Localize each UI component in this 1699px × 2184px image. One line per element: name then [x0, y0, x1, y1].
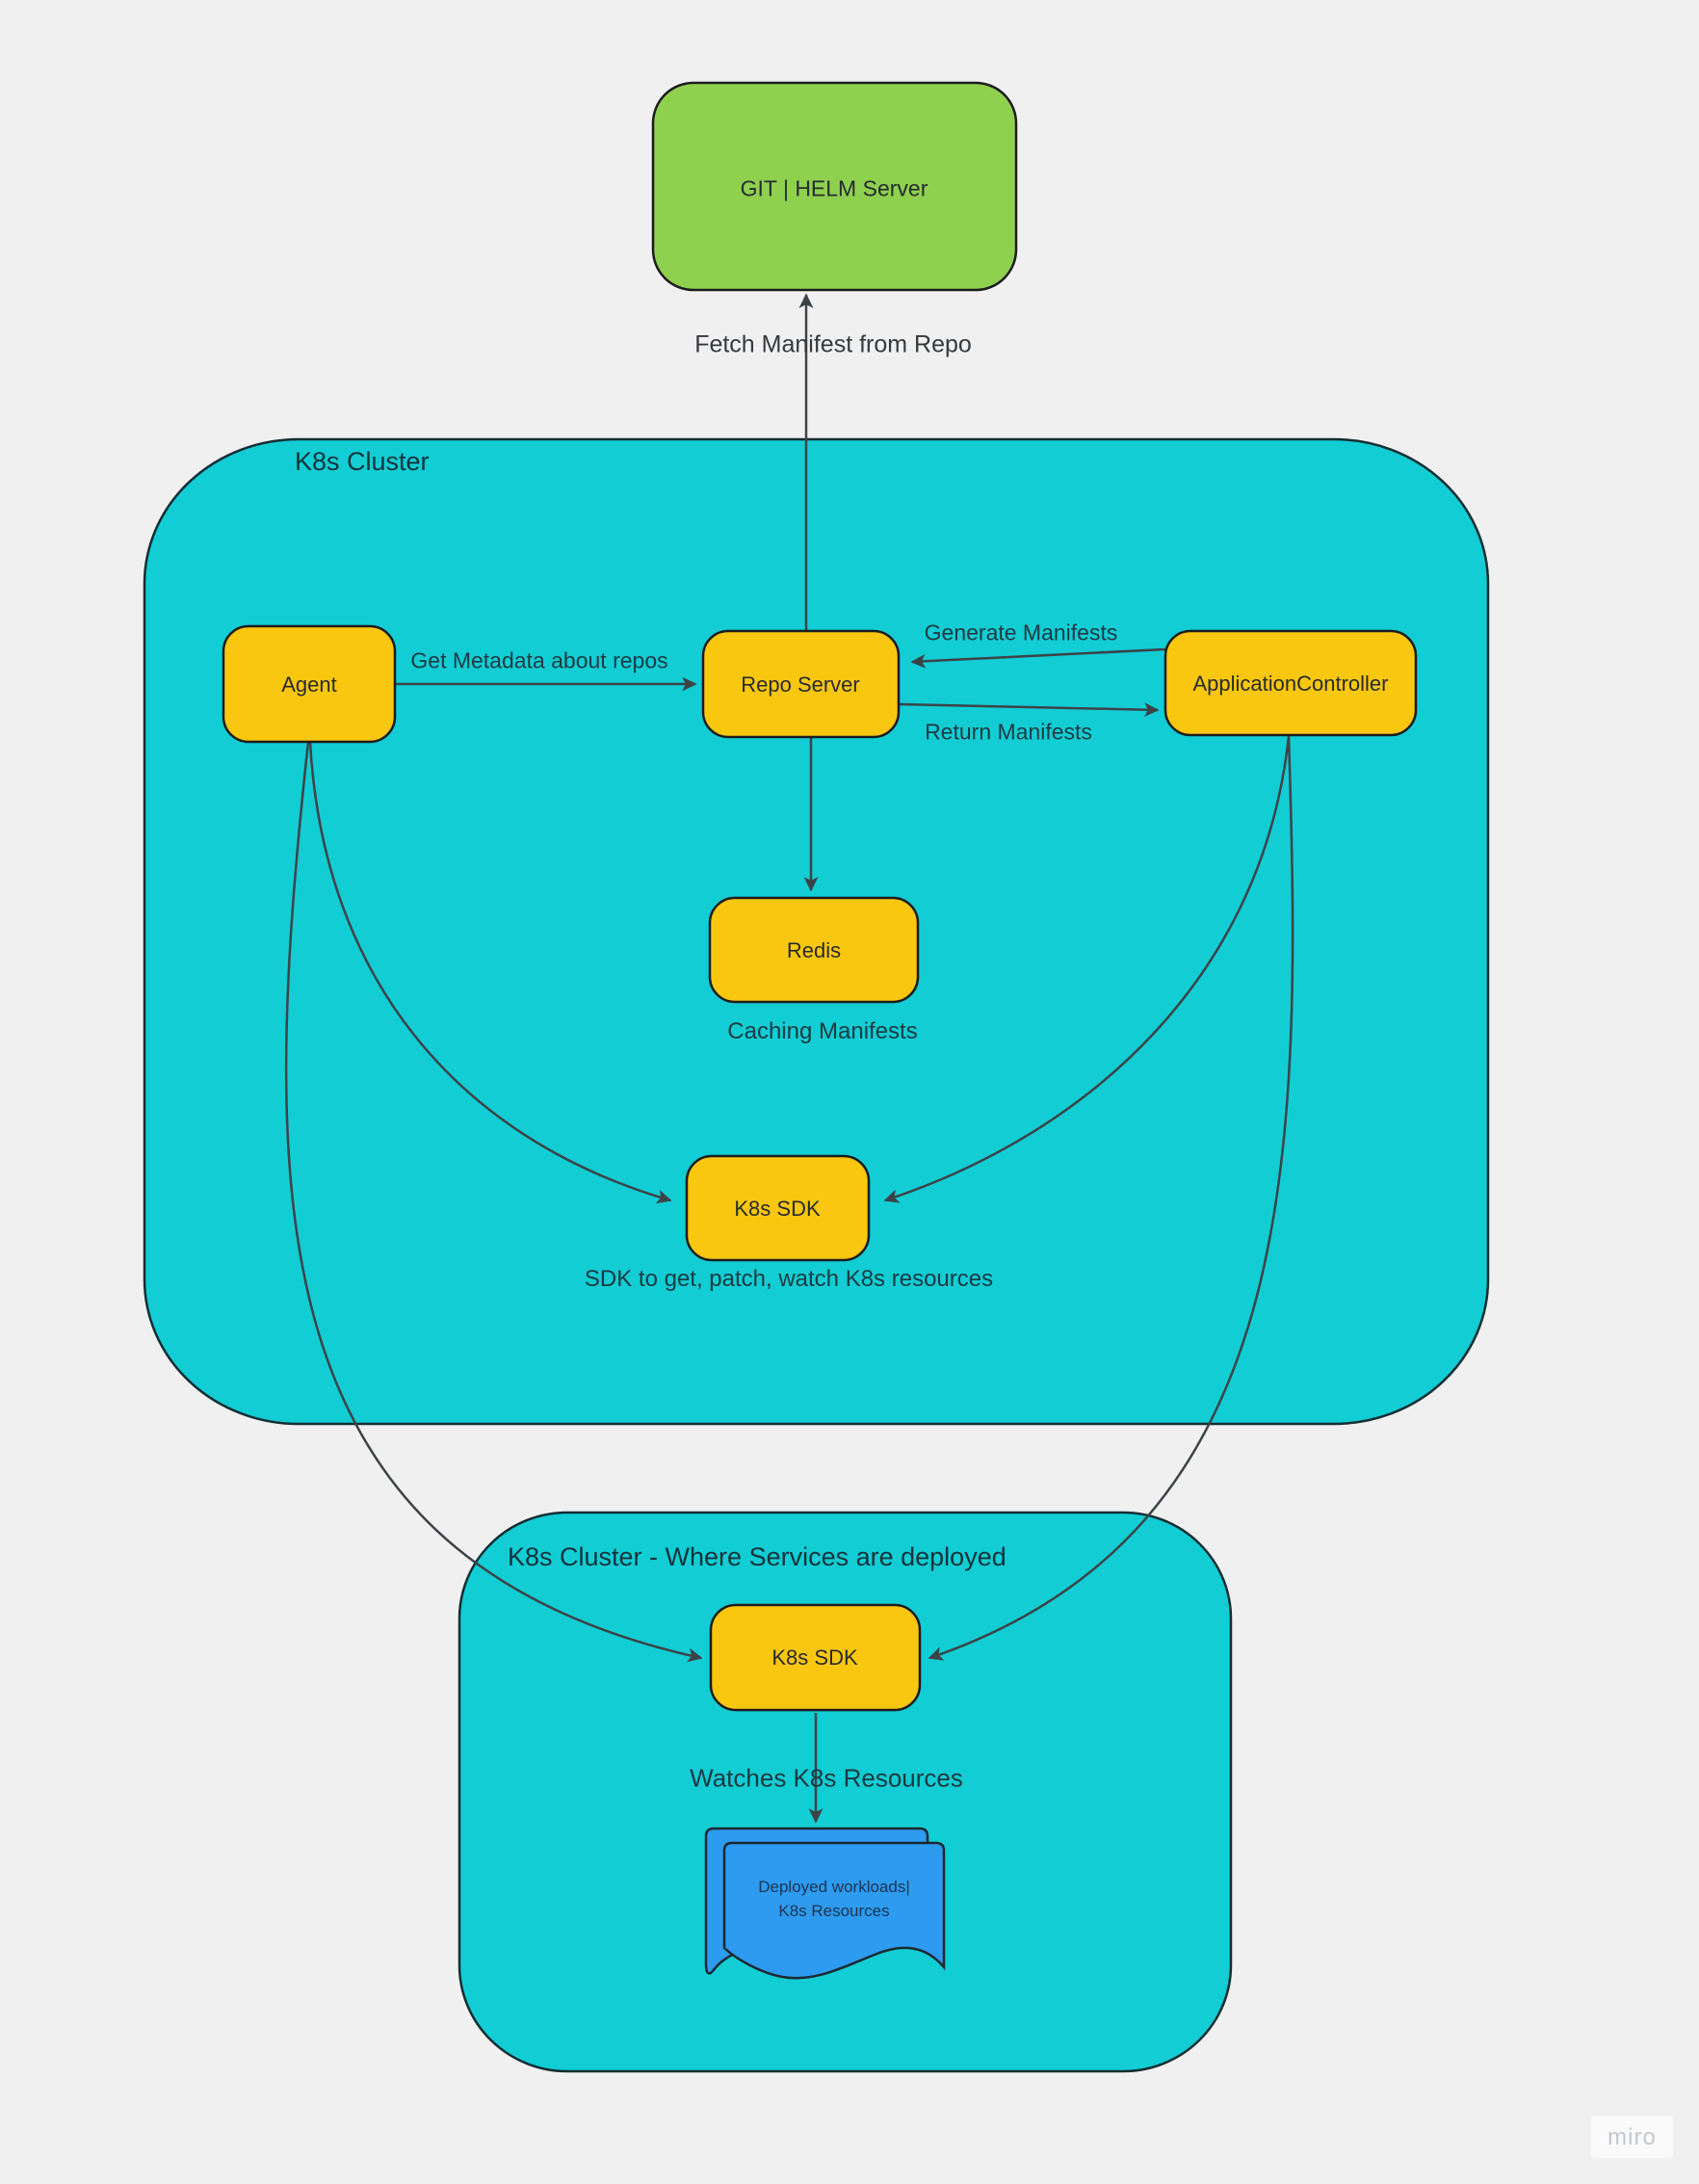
edge-label-generate-manifests[interactable]: Generate Manifests	[924, 619, 1118, 645]
node-k8s-sdk-main[interactable]	[685, 1154, 871, 1262]
edge-label-return-manifests[interactable]: Return Manifests	[925, 719, 1092, 745]
edge-repo-server-to-appcontroller[interactable]	[898, 702, 1160, 718]
doc-workloads-line1: Deployed workloads|	[758, 1878, 910, 1896]
doc-workloads-label: Deployed workloads| K8s Resources	[723, 1875, 945, 1923]
node-git-helm-server[interactable]	[651, 81, 1018, 292]
cluster-main-title: K8s Cluster	[295, 447, 430, 476]
miro-watermark: miro	[1591, 2117, 1673, 2158]
node-redis[interactable]	[708, 896, 920, 1004]
edge-label-get-metadata[interactable]: Get Metadata about repos	[410, 647, 668, 673]
node-application-controller-label: ApplicationController	[1192, 671, 1389, 696]
node-k8s-sdk-main-label: K8s SDK	[734, 1197, 821, 1221]
node-repo-server[interactable]	[701, 629, 901, 739]
caption-caching-manifests[interactable]: Caching Manifests	[727, 1018, 918, 1044]
edge-agent-to-k8s-sdk-deploy[interactable]	[284, 741, 703, 1663]
edge-label-fetch-manifest[interactable]: Fetch Manifest from Repo	[694, 330, 972, 358]
node-git-helm-label: GIT | HELM Server	[740, 175, 928, 201]
cluster-deploy-frame[interactable]	[457, 1511, 1233, 2073]
node-repo-server-label: Repo Server	[741, 672, 860, 697]
caption-sdk-purpose[interactable]: SDK to get, patch, watch K8s resources	[584, 1266, 994, 1292]
node-k8s-sdk-deploy-label: K8s SDK	[771, 1645, 858, 1670]
edge-agent-to-k8s-sdk-main[interactable]	[308, 741, 672, 1204]
doc-workloads-line2: K8s Resources	[778, 1902, 890, 1920]
node-agent-label: Agent	[281, 672, 337, 697]
caption-watches-resources[interactable]: Watches K8s Resources	[690, 1763, 963, 1793]
node-application-controller[interactable]	[1163, 629, 1418, 737]
edge-appcontroller-to-k8s-sdk-deploy[interactable]	[928, 735, 1294, 1661]
edge-appcontroller-to-k8s-sdk-main[interactable]	[883, 735, 1291, 1203]
node-redis-label: Redis	[786, 938, 842, 962]
miro-watermark-label: miro	[1608, 2123, 1657, 2150]
node-k8s-sdk-deploy[interactable]	[709, 1603, 922, 1712]
node-agent[interactable]	[222, 624, 397, 744]
cluster-deploy-title: K8s Cluster - Where Services are deploye…	[508, 1542, 1006, 1571]
edge-appcontroller-to-repo-server[interactable]	[910, 647, 1166, 669]
doc-workloads-front-sheet[interactable]	[722, 1841, 946, 1980]
